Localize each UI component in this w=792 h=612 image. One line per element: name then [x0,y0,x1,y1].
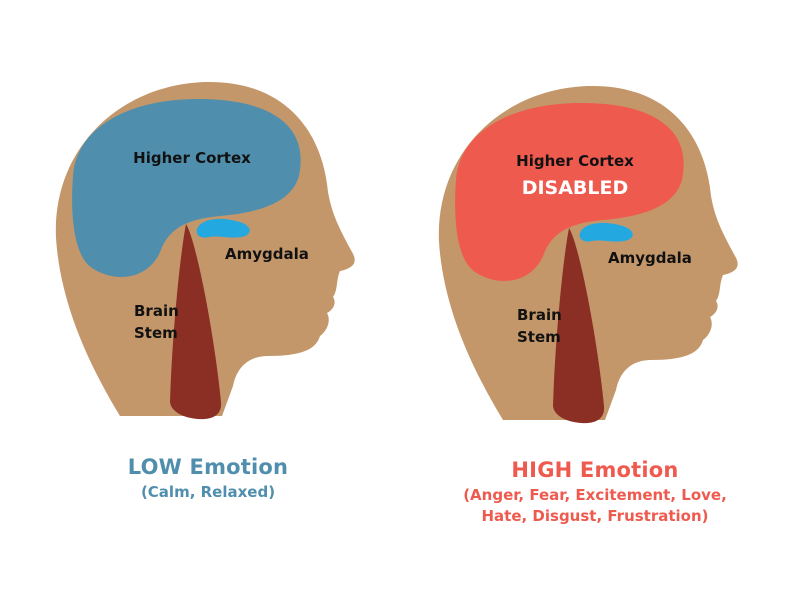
low-brain-stem-label-2: Stem [134,324,178,342]
high-emotion-subtitle-line-1: (Anger, Fear, Excitement, Love, [463,486,727,504]
high-brain-stem-label-2: Stem [517,328,561,346]
high-emotion-caption: HIGH Emotion (Anger, Fear, Excitement, L… [420,458,770,527]
low-emotion-caption: LOW Emotion (Calm, Relaxed) [78,455,338,503]
low-amygdala-label: Amygdala [225,245,309,263]
low-emotion-subtitle: (Calm, Relaxed) [140,483,276,501]
high-emotion-title: HIGH Emotion [511,458,679,482]
high-cortex-label: Higher Cortex [516,152,634,170]
low-emotion-head: Higher Cortex Amygdala Brain Stem [55,81,355,420]
high-emotion-subtitle-line-2: Hate, Disgust, Frustration) [481,507,709,525]
high-disabled-label: DISABLED [522,177,629,199]
high-emotion-head: Higher Cortex DISABLED Amygdala Brain St… [438,85,738,424]
low-emotion-title: LOW Emotion [127,455,289,479]
high-brain-stem-label-1: Brain [517,306,562,324]
low-cortex-label: Higher Cortex [133,149,251,167]
low-brain-stem-label-1: Brain [134,302,179,320]
high-amygdala-label: Amygdala [608,249,692,267]
high-emotion-subtitle: (Anger, Fear, Excitement, Love, Hate, Di… [420,485,770,527]
